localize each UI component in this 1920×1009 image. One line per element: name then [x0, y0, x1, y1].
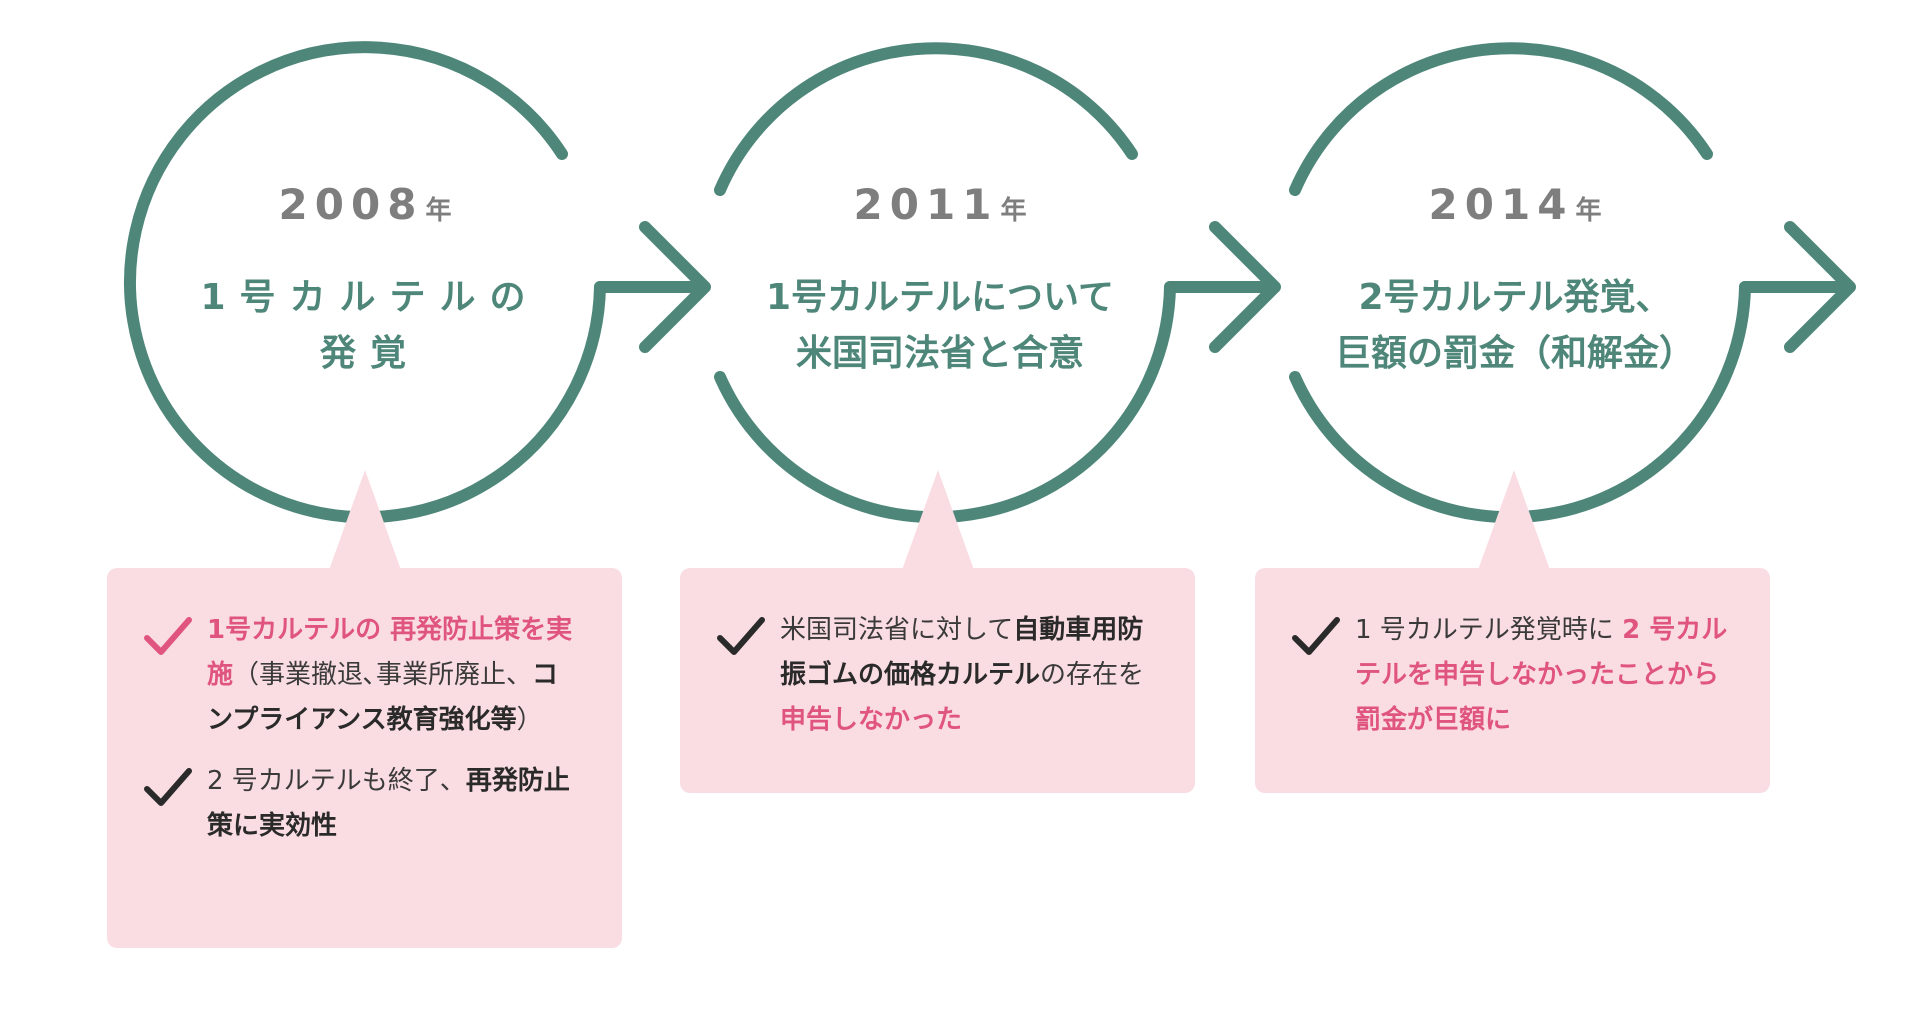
- event-title-line: 1号カルテルの: [200, 277, 540, 318]
- year-number: 2011: [853, 180, 999, 229]
- ring-arc-2008: [124, 41, 606, 524]
- callout-item: 米国司法省に対して自動車用防振ゴムの価格カルテルの存在を申告しなかった: [716, 608, 1157, 743]
- item-text: ）: [516, 705, 543, 735]
- item-text-bold: 再発防止策に実効性: [207, 766, 570, 841]
- ring-arc-2014-bottom: [1289, 281, 1751, 524]
- event-title-line: 巨額の罰金（和解金）: [1334, 333, 1695, 374]
- year-label-2014: 2014年: [1280, 180, 1750, 229]
- year-suffix: 年: [425, 196, 452, 226]
- callout-2014: 1 号カルテル発覚時に 2 号カルテルを申告しなかったことから罰金が巨額に: [1255, 568, 1770, 793]
- event-title-2011: 1号カルテルについて 米国司法省と合意: [705, 270, 1175, 382]
- ring-arc-2011-top: [714, 42, 1138, 196]
- ring-arc-2011-bottom: [714, 281, 1176, 524]
- arrow-head-2011: [1209, 221, 1281, 353]
- callout-item: 1 号カルテル発覚時に 2 号カルテルを申告しなかったことから罰金が巨額に: [1291, 608, 1732, 743]
- arrow-head-2014: [1784, 221, 1856, 353]
- item-text: の存在を: [1040, 660, 1145, 690]
- item-text-bold: コンプライアンス教育強化等: [207, 660, 559, 735]
- callout-2011: 米国司法省に対して自動車用防振ゴムの価格カルテルの存在を申告しなかった: [680, 568, 1195, 793]
- item-text-highlight: 2 号カルテルを申告しなかったことから罰金が巨額に: [1355, 615, 1728, 735]
- event-title-line: 米国司法省と合意: [795, 333, 1084, 374]
- callout-pointer-2008: [329, 470, 401, 570]
- item-text: （事業撤退､事業所廃止、: [233, 660, 533, 690]
- item-text-highlight: 1号カルテルの 再発防止策を実施: [207, 615, 573, 690]
- item-text: 米国司法省に対して: [780, 615, 1014, 645]
- year-suffix: 年: [1575, 196, 1602, 226]
- callout-pointer-2011: [902, 470, 974, 570]
- item-text: 1 号カルテル発覚時に: [1355, 615, 1623, 645]
- year-number: 2014: [1428, 180, 1574, 229]
- item-text-highlight: 申告しなかった: [780, 705, 963, 735]
- item-text: 2 号カルテルも終了、: [207, 766, 466, 796]
- event-title-2008: 1号カルテルの 発覚: [135, 270, 605, 382]
- ring-arrow-2008: [124, 41, 711, 524]
- ring-arc-2014-top: [1289, 42, 1713, 196]
- check-dark-icon: [1292, 617, 1340, 655]
- callout-2008: 1号カルテルの 再発防止策を実施（事業撤退､事業所廃止、コンプライアンス教育強化…: [107, 568, 622, 948]
- callout-pointer-2014: [1478, 470, 1550, 570]
- year-label-2008: 2008年: [130, 180, 600, 229]
- event-title-line: 1号カルテルについて: [766, 277, 1114, 318]
- check-dark-icon: [717, 617, 765, 655]
- year-suffix: 年: [1000, 196, 1027, 226]
- year-label-2011: 2011年: [705, 180, 1175, 229]
- callout-item: 1号カルテルの 再発防止策を実施（事業撤退､事業所廃止、コンプライアンス教育強化…: [143, 608, 584, 743]
- check-pink-icon: [144, 617, 192, 655]
- year-number: 2008: [278, 180, 424, 229]
- event-title-2014: 2号カルテル発覚、 巨額の罰金（和解金）: [1280, 270, 1750, 382]
- ring-arrow-2011: [714, 42, 1281, 524]
- ring-arrow-2014: [1289, 42, 1856, 524]
- arrow-head-2008: [639, 221, 711, 353]
- item-text-bold: 自動車用防振ゴムの価格カルテル: [780, 615, 1144, 690]
- callout-item: 2 号カルテルも終了、再発防止策に実効性: [143, 759, 584, 849]
- event-title-line: 発覚: [319, 333, 420, 374]
- check-dark-icon: [144, 768, 192, 806]
- event-title-line: 2号カルテル発覚、: [1358, 277, 1672, 318]
